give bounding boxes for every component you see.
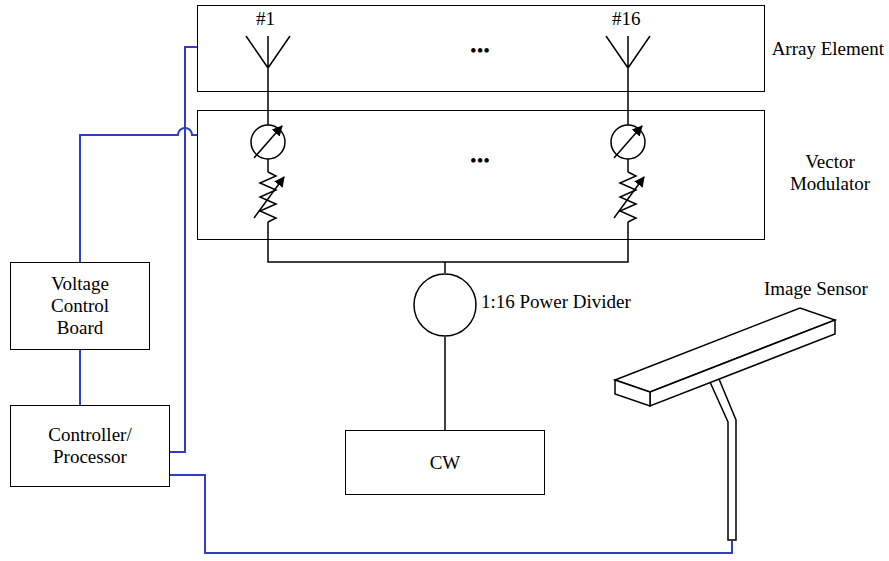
phase-shifter-symbol <box>251 110 285 172</box>
node-label: Voltage Control Board <box>40 273 120 339</box>
element-number: #1 <box>256 8 275 30</box>
modulator-box: Vector Modulator <box>197 110 765 240</box>
control-wire <box>170 47 197 452</box>
phase-shifter-symbol <box>611 110 645 172</box>
controller-box: Controller/ Processor <box>10 405 170 487</box>
circle-outline <box>413 273 477 337</box>
node-heading: 1:16 Power Divider <box>481 291 631 313</box>
node-label: Controller/ Processor <box>40 424 140 468</box>
rf-line <box>444 337 446 430</box>
ellipsis: ••• <box>470 40 490 62</box>
node-heading: Array Element <box>772 38 884 60</box>
rf-line <box>268 240 628 273</box>
attenuator-symbol <box>254 172 284 240</box>
rf-line <box>268 92 628 110</box>
sensor-label: Image Sensor <box>764 278 868 300</box>
control-wire <box>79 350 81 405</box>
image-sensor-drawing <box>615 308 835 540</box>
source-box: CW <box>345 430 545 495</box>
node-label: CW <box>430 452 461 474</box>
control-board-box: Voltage Control Board <box>10 262 150 350</box>
element-number: #16 <box>612 8 641 30</box>
antenna-symbol <box>246 36 290 92</box>
attenuator-symbol <box>614 172 644 240</box>
power-divider-circle: 1:16 Power Divider <box>413 273 477 337</box>
ellipsis: ••• <box>470 150 490 172</box>
node-heading: Vector Modulator <box>782 151 878 195</box>
control-wire <box>170 475 732 553</box>
control-wire <box>80 128 197 262</box>
antenna-symbol <box>606 36 650 92</box>
